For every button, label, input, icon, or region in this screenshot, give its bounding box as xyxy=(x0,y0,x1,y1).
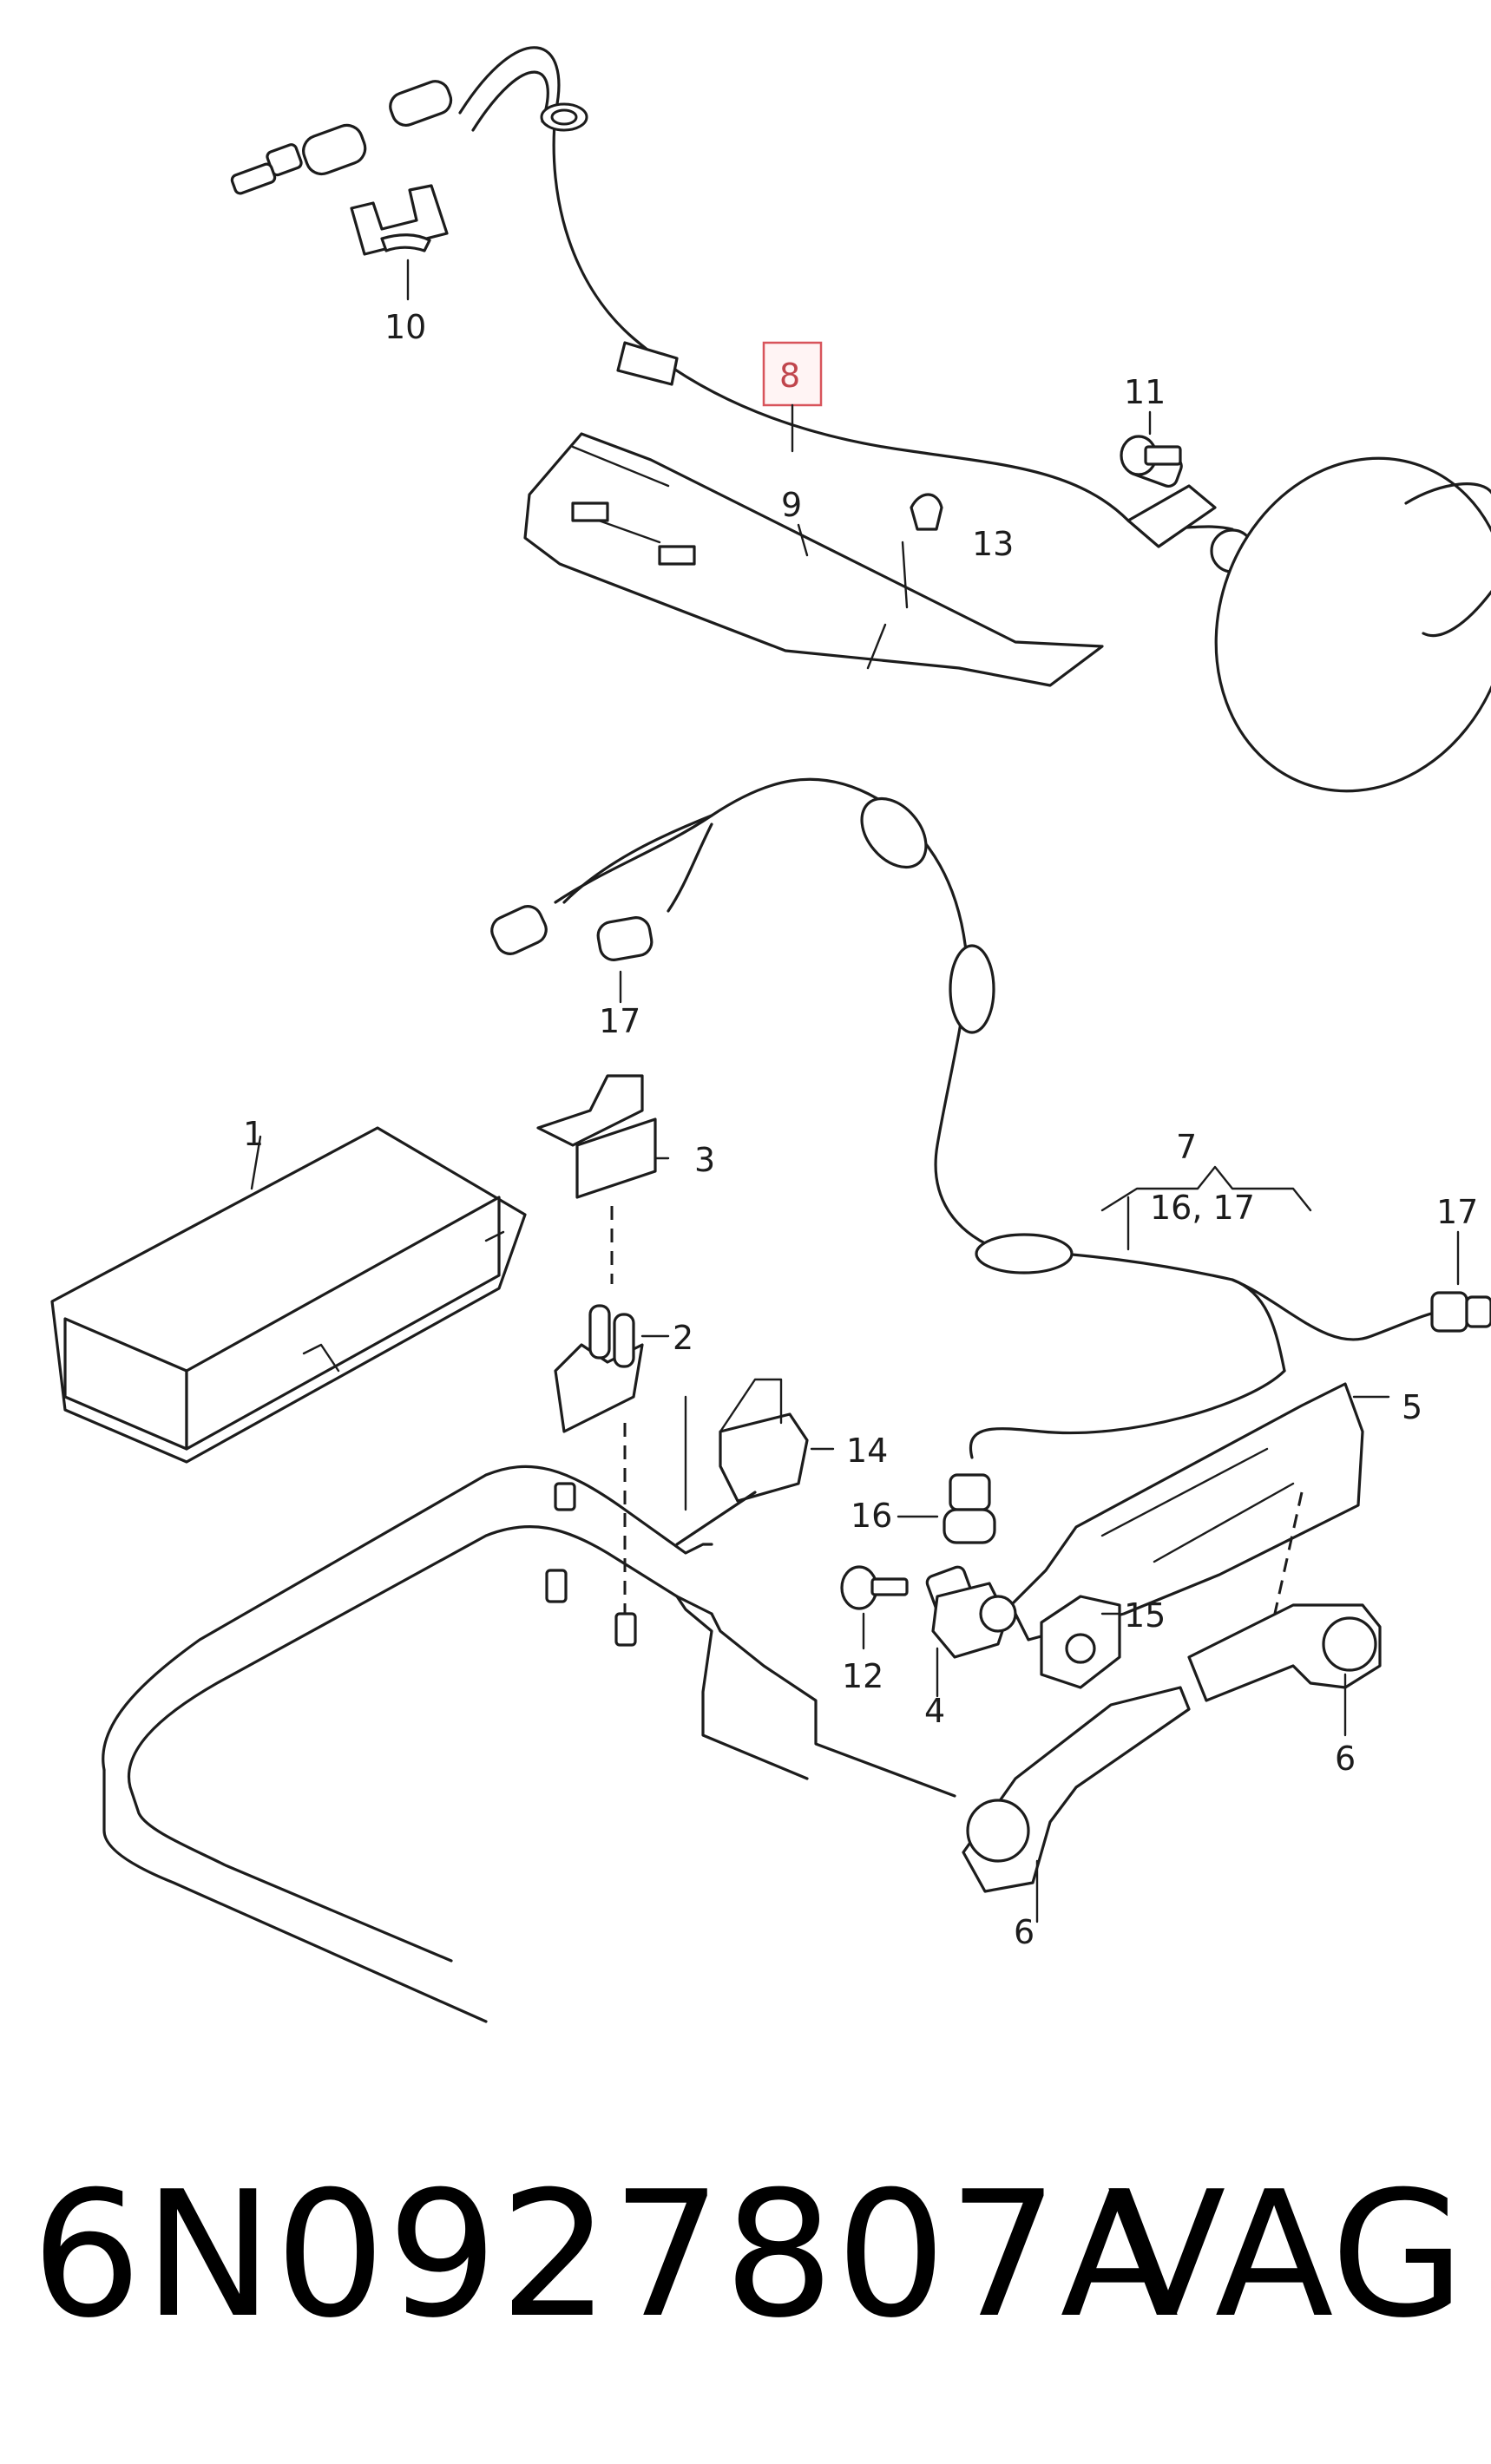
clip-13 xyxy=(910,493,943,531)
callout-7: 7 xyxy=(1176,1128,1197,1166)
callout-14: 14 xyxy=(846,1432,888,1470)
trim-panel-5 xyxy=(1009,1382,1390,1649)
clip-14 xyxy=(684,1378,835,1511)
sensor-cable-7 xyxy=(490,777,1491,1544)
callout-8-highlight xyxy=(762,341,823,407)
callout-1: 1 xyxy=(243,1115,264,1153)
bracket-6-lower xyxy=(962,1686,1191,1923)
callout-2: 2 xyxy=(673,1319,693,1357)
callout-17-right: 17 xyxy=(1436,1193,1478,1231)
bracket-3 xyxy=(536,1074,670,1284)
vehicle-frame xyxy=(102,1465,956,2023)
seal-plate-15 xyxy=(1040,1595,1121,1689)
callout-15: 15 xyxy=(1124,1596,1166,1635)
sensor-cable-upper xyxy=(230,46,1491,793)
callout-8: 8 xyxy=(779,357,800,395)
callout-9: 9 xyxy=(781,486,802,524)
callout-13: 13 xyxy=(972,525,1014,563)
callout-12: 12 xyxy=(842,1657,883,1695)
callout-4: 4 xyxy=(924,1692,945,1730)
callout-10: 10 xyxy=(384,308,426,346)
clip-10 xyxy=(350,184,449,301)
callout-3: 3 xyxy=(694,1141,715,1179)
callout-17-left: 17 xyxy=(599,1002,640,1040)
callout-5: 5 xyxy=(1402,1388,1422,1426)
callout-6-upper: 6 xyxy=(1335,1740,1356,1778)
brand-name: VAG xyxy=(1107,2154,1465,2356)
bolt-11 xyxy=(1120,410,1182,476)
bolt-12 xyxy=(840,1565,909,1650)
callout-6-lower: 6 xyxy=(1014,1913,1035,1951)
bracket-6-upper xyxy=(1187,1603,1382,1737)
part-number: 6N0927807A xyxy=(31,2154,1181,2356)
bracket-2 xyxy=(554,1304,670,1614)
callout-labels: 1 2 3 4 5 6 6 7 16, 17 8 9 10 11 12 13 1… xyxy=(243,308,1478,1951)
sensor-4 xyxy=(925,1565,1017,1698)
callout-11: 11 xyxy=(1124,373,1166,411)
callout-7-sub: 16, 17 xyxy=(1150,1189,1255,1227)
bracket-9 xyxy=(523,432,1104,687)
callout-16: 16 xyxy=(851,1497,892,1535)
control-unit-1 xyxy=(50,1126,527,1464)
